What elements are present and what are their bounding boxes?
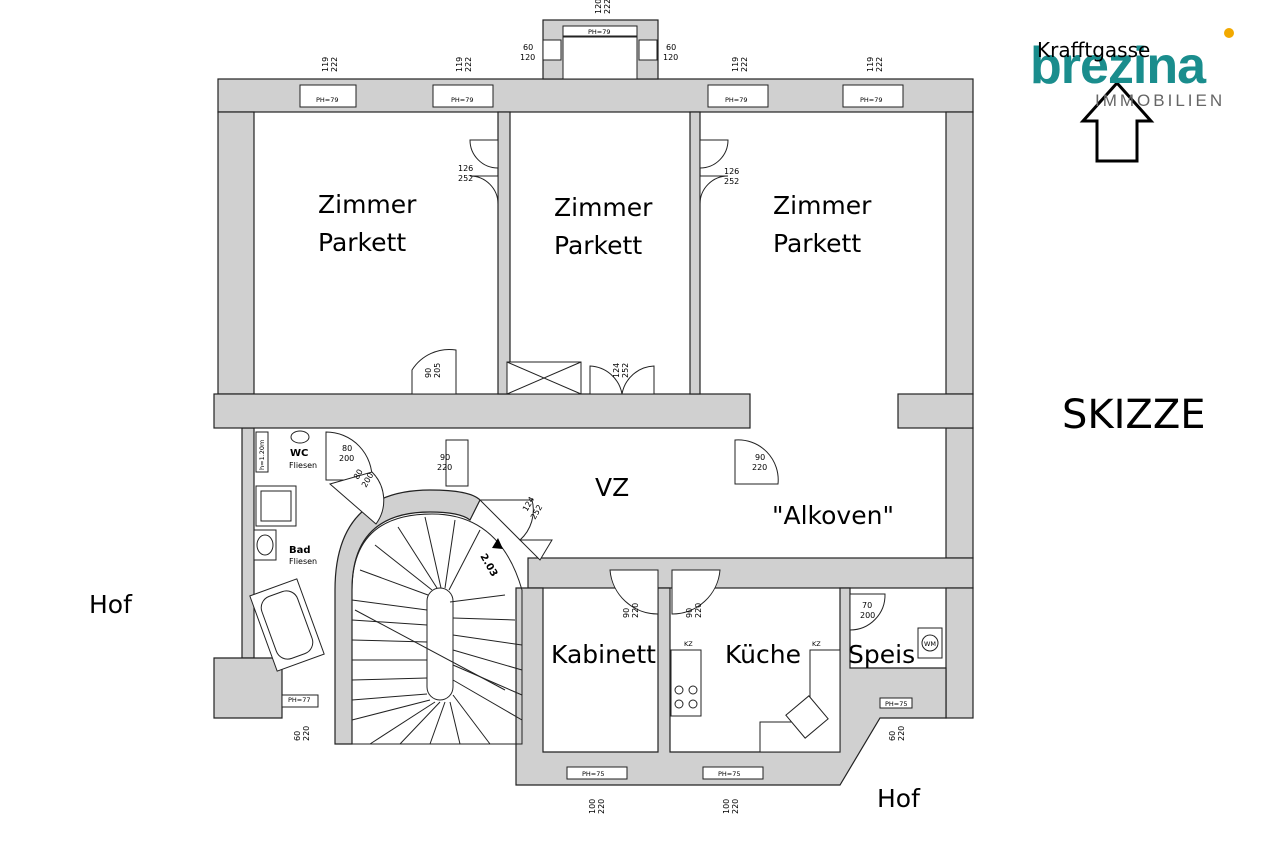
svg-text:PH=79: PH=79 [316,96,339,104]
svg-text:220: 220 [302,726,311,741]
svg-text:124: 124 [612,363,621,378]
zimmer1-floor: Parkett [318,228,406,257]
wm-label: WM [924,640,936,648]
svg-text:60: 60 [666,43,676,52]
vz-label: VZ [595,473,629,502]
svg-text:220: 220 [694,603,703,618]
street-name: Krafftgasse [1037,38,1150,62]
kueche-label: Küche [725,640,801,669]
svg-text:PH=75: PH=75 [718,770,741,778]
svg-text:PH=79: PH=79 [451,96,474,104]
svg-text:PH=75: PH=75 [582,770,605,778]
svg-text:220: 220 [752,463,767,472]
window-dimensions: 119 222 PH=79 119 222 PH=79 120 222 PH=7… [288,0,908,814]
svg-text:222: 222 [603,0,612,14]
svg-text:90: 90 [755,453,765,462]
zimmer2-label: Zimmer [554,193,653,222]
svg-text:60: 60 [523,43,533,52]
svg-text:220: 220 [631,603,640,618]
zimmer1-label: Zimmer [318,190,417,219]
north-arrow-icon [1079,80,1155,163]
svg-text:126: 126 [724,167,739,176]
svg-text:80: 80 [342,444,352,453]
bad-label: Bad [289,545,311,556]
svg-text:120: 120 [663,53,678,62]
svg-text:252: 252 [621,363,630,378]
svg-text:222: 222 [330,57,339,72]
svg-text:220: 220 [437,463,452,472]
svg-text:PH=79: PH=79 [860,96,883,104]
svg-text:90: 90 [440,453,450,462]
kz-label-1: KZ [684,640,693,648]
svg-text:119: 119 [321,57,330,72]
staircase [351,513,523,745]
stair-up-icon [492,538,503,549]
zimmer2-floor: Parkett [554,231,642,260]
svg-text:100: 100 [722,799,731,814]
svg-text:119: 119 [866,57,875,72]
brezina-logo: brezina IMMOBILIEN [1030,28,1234,110]
svg-text:205: 205 [433,363,442,378]
svg-text:PH=75: PH=75 [885,700,908,708]
svg-text:120: 120 [594,0,603,14]
svg-text:90: 90 [424,368,433,378]
windows [281,25,913,780]
stamp-label: SKIZZE [1062,392,1206,438]
stair-number: 2.03 [477,552,499,579]
brand-sub: IMMOBILIEN [1095,91,1225,110]
walls [213,19,974,786]
svg-text:222: 222 [875,57,884,72]
svg-text:100: 100 [588,799,597,814]
wc-height: h=1.20m [258,440,266,470]
svg-text:PH=77: PH=77 [288,696,311,704]
speis-label: Speis [848,640,915,669]
svg-text:119: 119 [731,57,740,72]
svg-text:60: 60 [293,731,302,741]
svg-text:252: 252 [458,174,473,183]
svg-text:220: 220 [897,726,906,741]
svg-text:PH=79: PH=79 [725,96,748,104]
svg-text:220: 220 [731,799,740,814]
hof-bottom-label: Hof [877,784,921,813]
zimmer3-floor: Parkett [773,229,861,258]
svg-text:120: 120 [520,53,535,62]
svg-text:60: 60 [888,731,897,741]
doors [325,139,886,631]
hof-left-label: Hof [89,590,133,619]
svg-text:126: 126 [458,164,473,173]
fixtures [249,430,943,753]
svg-text:200: 200 [860,611,875,620]
svg-text:252: 252 [724,177,739,186]
kabinett-label: Kabinett [551,640,656,669]
svg-text:200: 200 [339,454,354,463]
svg-text:70: 70 [862,601,872,610]
svg-text:90: 90 [685,608,694,618]
svg-text:119: 119 [455,57,464,72]
svg-text:222: 222 [464,57,473,72]
svg-text:222: 222 [740,57,749,72]
brand-name: brezina [1030,37,1207,95]
svg-text:PH=79: PH=79 [588,28,611,36]
bad-floor: Fliesen [289,557,317,566]
zimmer3-label: Zimmer [773,191,872,220]
alkoven-label: "Alkoven" [772,501,894,530]
wc-floor: Fliesen [289,461,317,470]
kz-label-2: KZ [812,640,821,648]
svg-text:90: 90 [622,608,631,618]
svg-text:220: 220 [597,799,606,814]
svg-text:80: 80 [352,468,365,481]
brand-dot [1224,28,1234,38]
wc-label: WC [290,448,308,459]
